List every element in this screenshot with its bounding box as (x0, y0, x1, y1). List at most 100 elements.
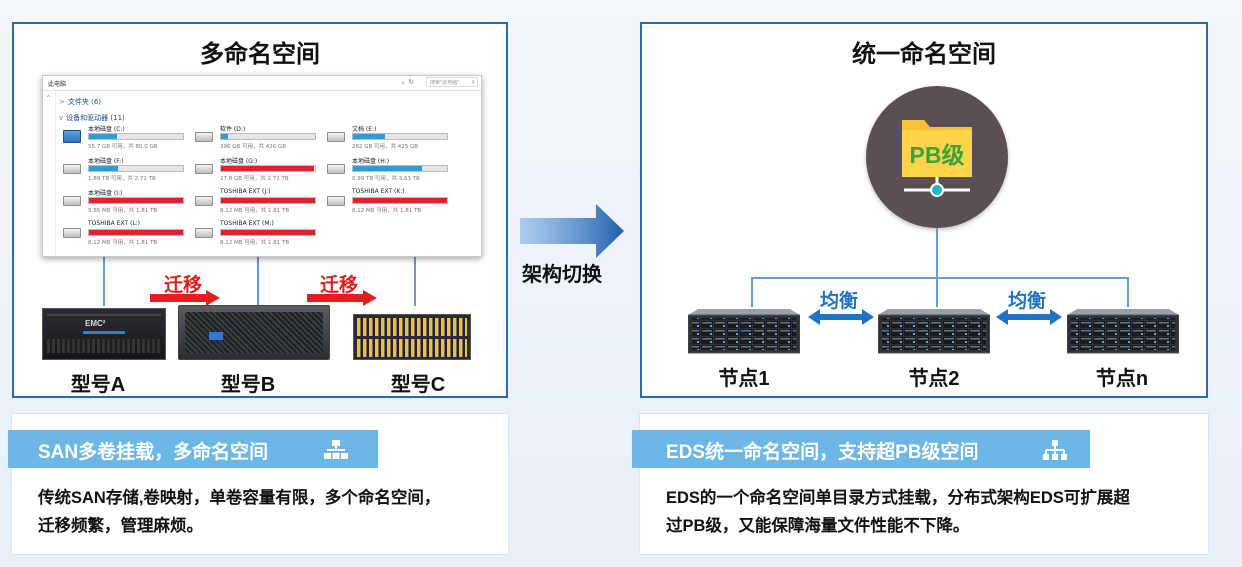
tree-leaf-line-2 (936, 277, 938, 307)
system-drive-icon (63, 130, 81, 143)
hard-drive-icon (195, 228, 213, 238)
drive-item[interactable]: TOSHIBA EXT (M:) 8.12 MB 可用，共 1.81 TB (195, 220, 321, 248)
architecture-switch-arrow (520, 204, 624, 258)
brand-label: EMC² (85, 319, 106, 328)
drive-item[interactable]: TOSHIBA EXT (K:)8.12 MB 可用，共 1.81 TB (327, 188, 453, 216)
drive-name: 本地磁盘 (I:) (88, 190, 123, 197)
drive-item[interactable]: 本地磁盘 (F:) 1.89 TB 可用，共 2.72 TB (63, 156, 189, 184)
node-1-label: 节点1 (718, 368, 770, 390)
tree-trunk-line (936, 228, 938, 278)
drive-usage-fill (353, 134, 385, 139)
drive-usage-fill (221, 166, 315, 171)
drive-name: TOSHIBA EXT (K:) (352, 188, 405, 195)
model-a-label: 型号A (70, 374, 126, 396)
san-banner: SAN多卷挂载，多命名空间 (8, 430, 378, 468)
migrate-label-1: 迁移 (164, 275, 203, 296)
scroll-up-icon[interactable]: ^ (46, 95, 52, 102)
connector-line-b (257, 256, 259, 306)
hard-drive-icon (195, 196, 213, 206)
drive-usage-bar (352, 197, 448, 204)
drive-size: 8.12 MB 可用，共 1.81 TB (220, 240, 290, 246)
server-node-1 (687, 305, 801, 355)
model-c-label: 型号C (390, 374, 446, 396)
drive-size: 1.89 TB 可用，共 2.72 TB (88, 176, 156, 182)
san-description-line2: 迁移频繁，管理麻烦。 (38, 517, 203, 535)
drive-usage-fill (353, 166, 422, 171)
hard-drive-icon (63, 196, 81, 206)
drive-usage-bar (88, 133, 184, 140)
hierarchy-icon (324, 440, 348, 459)
hard-drive-icon (195, 132, 213, 142)
drive-size: 396 GB 可用，共 426 GB (220, 144, 287, 150)
tree-leaf-line-1 (751, 277, 753, 307)
panel-title: 统一命名空间 (852, 41, 996, 68)
storage-device-c (353, 314, 471, 360)
connector-line-c (414, 256, 416, 306)
server-node-2 (877, 305, 991, 355)
drive-size: 8.12 MB 可用，共 1.81 TB (88, 240, 158, 246)
drive-name: 本地磁盘 (F:) (88, 158, 124, 165)
address-bar[interactable]: 此电脑 (48, 81, 67, 88)
drive-usage-bar (352, 165, 448, 172)
drive-size: 9.85 MB 可用，共 1.81 TB (88, 208, 158, 214)
node-n-label: 节点n (1095, 368, 1149, 390)
tree-leaf-line-n (1127, 277, 1129, 307)
server-rack-icon (687, 309, 801, 354)
tree-branch-line (751, 277, 1129, 279)
drive-usage-bar (88, 197, 184, 204)
drive-usage-bar (88, 229, 184, 236)
storage-device-b (178, 305, 330, 360)
hard-drive-icon (63, 228, 81, 238)
folder-network-icon (902, 120, 972, 197)
drive-item[interactable]: 文档 (E:) 282 GB 可用，共 425 GB (327, 124, 453, 152)
drive-item[interactable]: 本地磁盘 (G:)27.8 GB 可用，共 2.72 TB (195, 156, 321, 184)
drive-usage-fill (89, 134, 118, 139)
model-b-label: 型号B (220, 374, 276, 396)
hard-drive-icon (63, 164, 81, 174)
hard-drive-icon (327, 164, 345, 174)
search-placeholder: 搜索"此电脑" (430, 80, 460, 86)
drive-name: TOSHIBA EXT (J:) (220, 188, 271, 195)
balance-label-1: 均衡 (820, 291, 859, 312)
eds-description-line1: EDS的一个命名空间单目录方式挂载，分布式架构EDS可扩展超 (666, 489, 1130, 507)
drive-name: TOSHIBA EXT (M:) (220, 220, 274, 227)
migrate-label-2: 迁移 (320, 275, 359, 296)
drive-item[interactable]: 软件 (D:) 396 GB 可用，共 426 GB (195, 124, 321, 152)
drive-item[interactable]: 本地磁盘 (H:)0.99 TB 可用，共 3.63 TB (327, 156, 453, 184)
server-rack-icon (1066, 309, 1180, 354)
folders-section[interactable]: >文件夹 (6) (59, 98, 102, 106)
eds-banner-text: EDS统一命名空间，支持超PB级空间 (666, 442, 979, 463)
drive-item[interactable]: TOSHIBA EXT (L:)8.12 MB 可用，共 1.81 TB (63, 220, 189, 248)
search-box[interactable]: 搜索"此电脑" ⚲ (426, 77, 478, 87)
nav-pane[interactable]: ^ (43, 91, 56, 256)
hard-drive-icon (327, 196, 345, 206)
drive-usage-bar (220, 197, 316, 204)
drive-name: 文档 (E:) (352, 126, 377, 133)
network-tree-icon (1043, 440, 1067, 460)
drive-usage-bar (220, 133, 316, 140)
balance-label-2: 均衡 (1008, 291, 1047, 312)
node-2-label: 节点2 (908, 368, 960, 390)
drive-usage-bar (352, 133, 448, 140)
drive-item[interactable]: 本地磁盘 (I:) 9.85 MB 可用，共 1.81 TB (63, 188, 189, 216)
storage-device-a: EMC² (42, 308, 166, 360)
drive-size: 27.8 GB 可用，共 2.72 TB (220, 176, 289, 182)
drive-size: 55.7 GB 可用，共 80.0 GB (88, 144, 158, 150)
drive-name: 软件 (D:) (220, 126, 246, 133)
drive-usage-fill (89, 230, 183, 235)
drive-item[interactable]: TOSHIBA EXT (J:) 8.12 MB 可用，共 1.81 TB (195, 188, 321, 216)
drive-usage-fill (89, 166, 119, 171)
drive-name: 本地磁盘 (H:) (352, 158, 390, 165)
drive-size: 8.12 MB 可用，共 1.81 TB (220, 208, 290, 214)
drive-item[interactable]: 本地磁盘 (C:)55.7 GB 可用，共 80.0 GB (63, 124, 189, 152)
refresh-icon[interactable]: ⌄ ↻ (400, 78, 414, 86)
drive-usage-bar (220, 229, 316, 236)
hard-drive-icon (327, 132, 345, 142)
san-banner-text: SAN多卷挂载，多命名空间 (38, 442, 269, 463)
panel-title: 多命名空间 (200, 41, 320, 68)
eds-banner: EDS统一命名空间，支持超PB级空间 (632, 430, 1090, 468)
explorer-toolbar: 此电脑 ⌄ ↻ 搜索"此电脑" ⚲ (43, 76, 481, 91)
drive-size: 282 GB 可用，共 425 GB (352, 144, 419, 150)
